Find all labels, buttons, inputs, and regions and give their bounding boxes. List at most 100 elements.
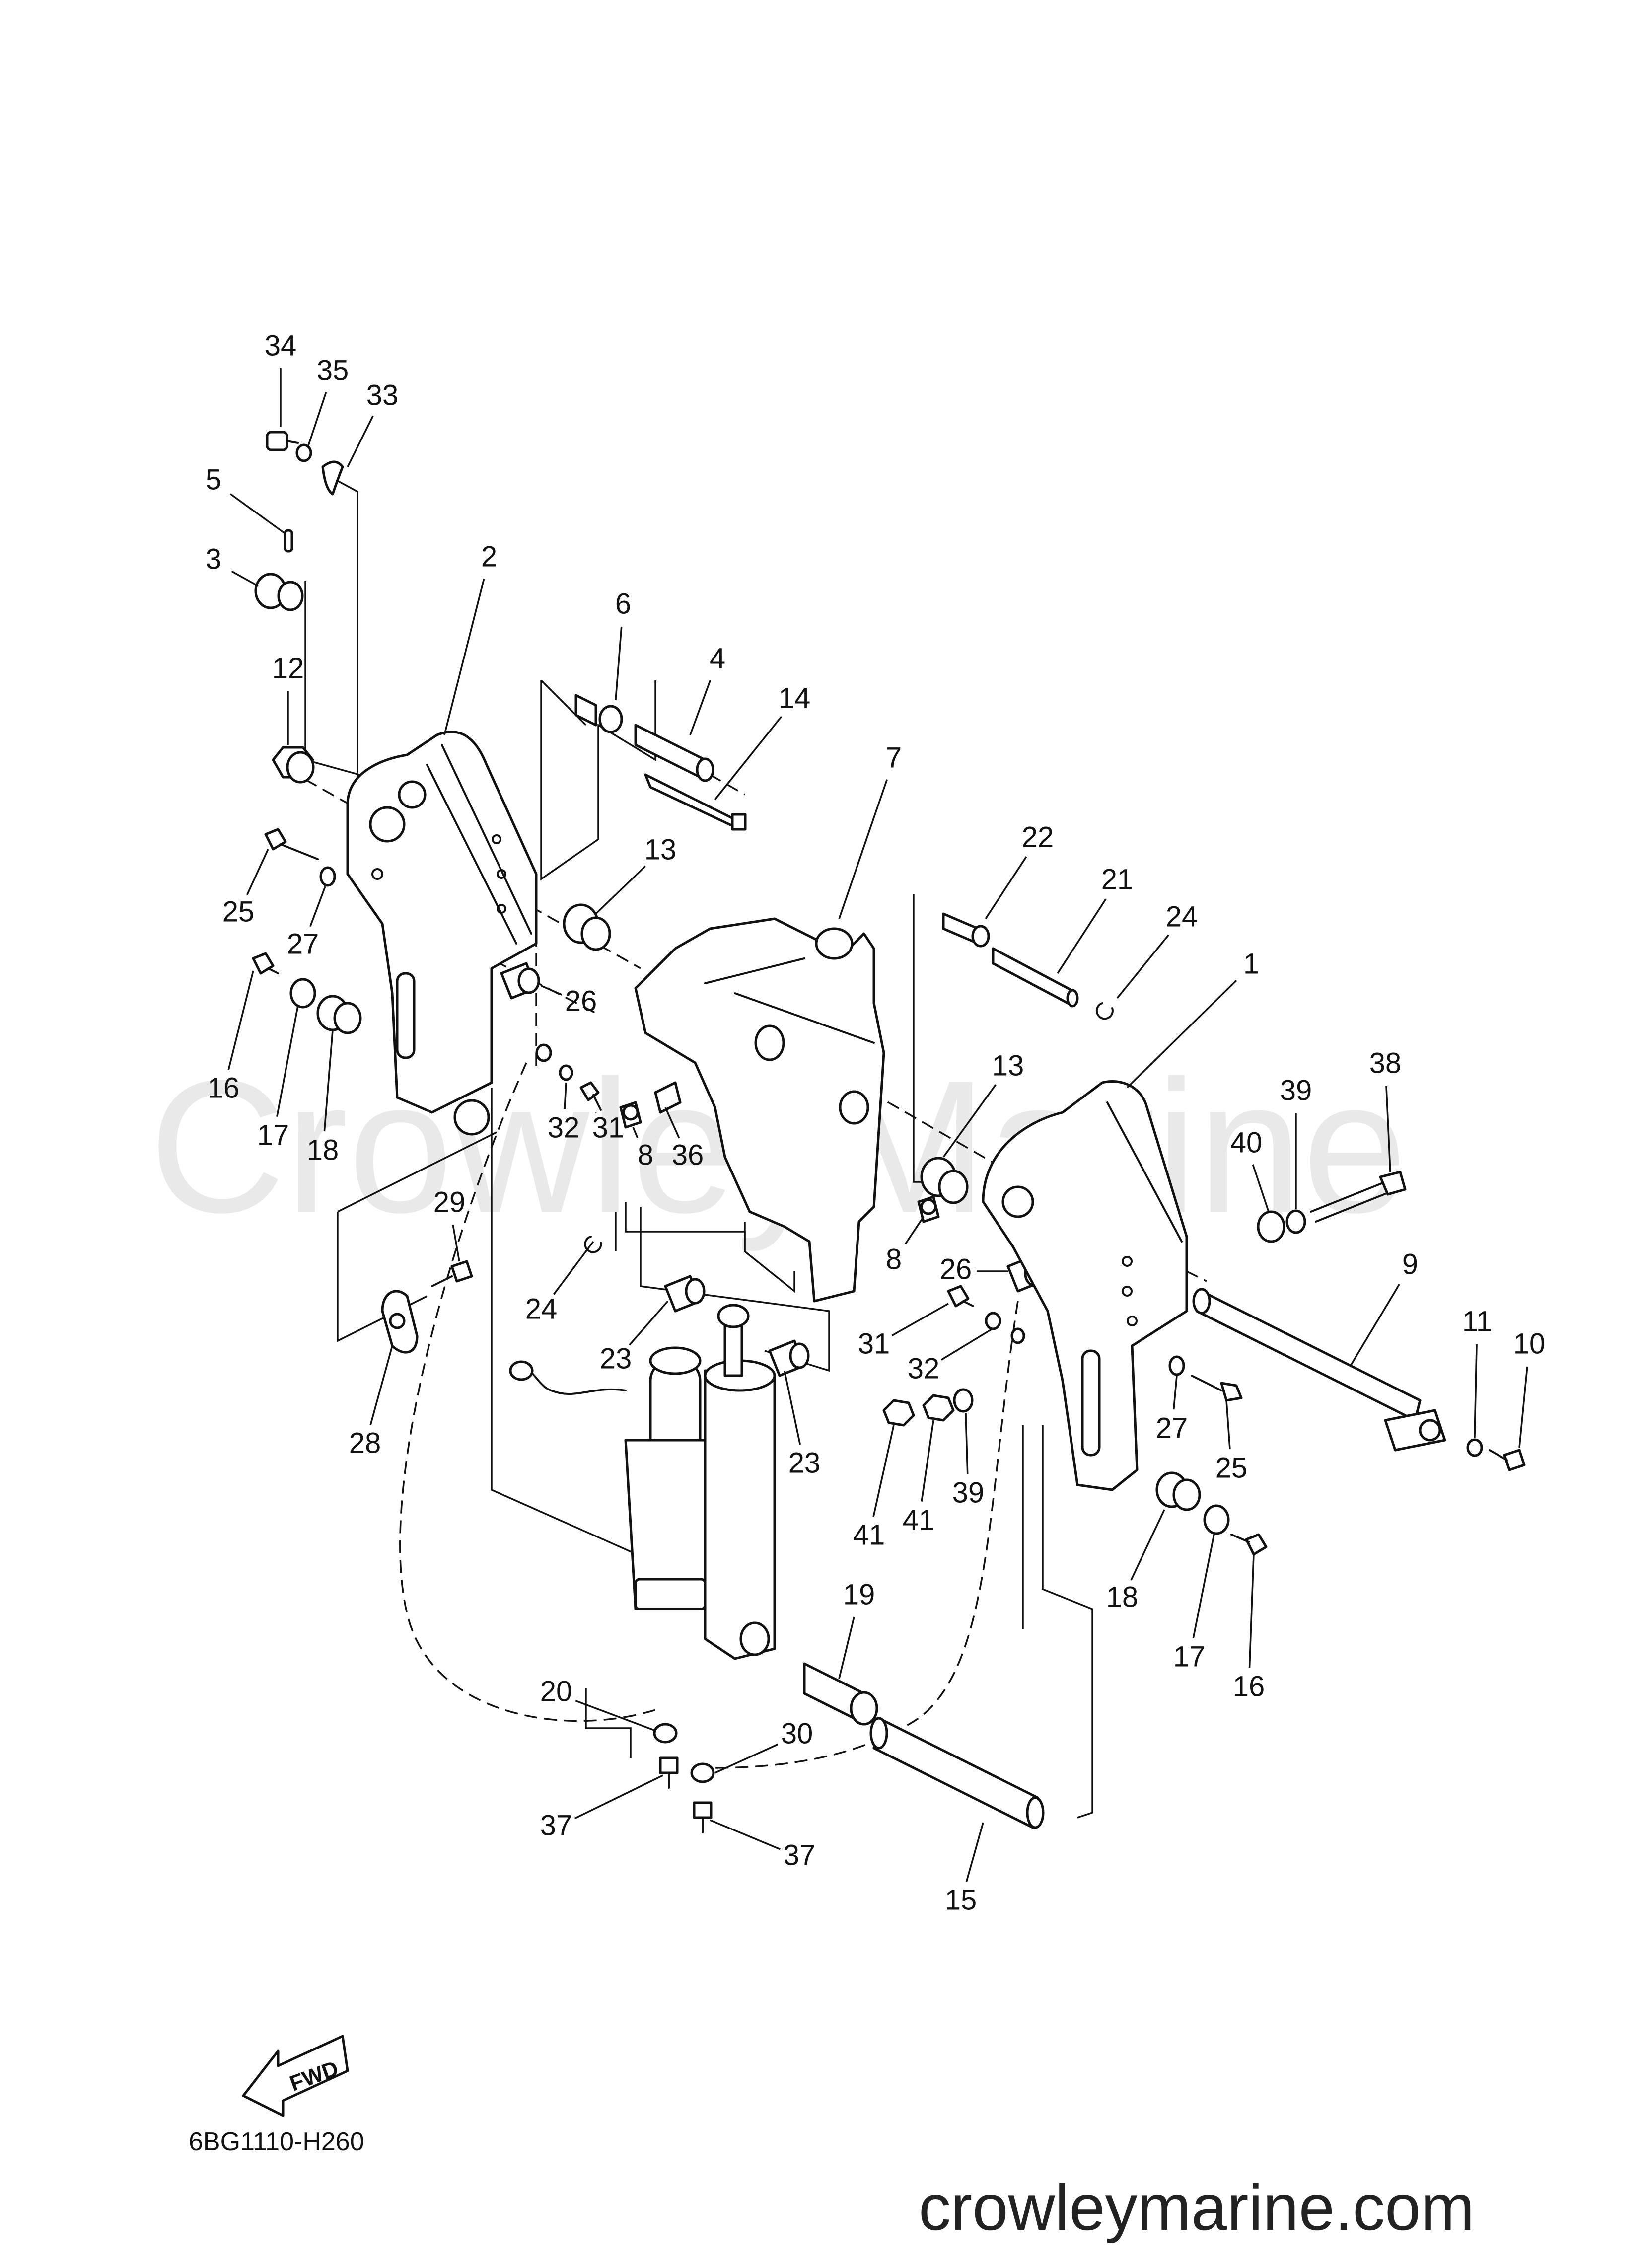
bushing-13b-icon [920,1157,969,1204]
callout-c30: 30 [781,1717,813,1750]
leader-c24b [553,1241,594,1295]
leader-c31b [891,1303,949,1336]
callout-c39b: 39 [952,1476,985,1509]
bolt-31b-icon [947,1285,974,1308]
bushing-18a-icon [316,995,362,1034]
leader-c33 [347,415,374,467]
callout-c36: 36 [672,1139,704,1171]
callout-c34: 34 [265,329,297,362]
callout-c2: 2 [481,540,497,573]
callout-c25a: 25 [222,895,255,928]
circlip-24a-icon [1095,1002,1114,1020]
leader-c32b [940,1327,994,1361]
bolt-16a-icon [252,952,279,975]
callout-c8b: 8 [886,1243,902,1275]
bushing-23a-icon [664,1275,706,1313]
callout-c12: 12 [272,652,304,684]
callout-c28: 28 [349,1427,381,1459]
leader-c39b [965,1412,969,1474]
callout-c21: 21 [1101,863,1134,895]
callout-c24b: 24 [525,1293,558,1325]
callout-c8a: 8 [638,1139,653,1171]
washer-11-icon [1466,1438,1483,1457]
washer-17b-icon [1203,1504,1230,1535]
callout-c20: 20 [540,1675,572,1707]
leader-c27b [1173,1375,1178,1410]
washer-20-icon [653,1723,678,1744]
callout-c10: 10 [1513,1327,1546,1360]
callout-c41a: 41 [853,1519,885,1551]
pin-5-icon [284,529,293,553]
bolt-29-icon [431,1260,473,1287]
leader-c41a [872,1425,895,1517]
collar-4-icon [634,724,707,781]
callout-c16b: 16 [1233,1670,1265,1702]
callout-c15: 15 [945,1884,977,1916]
leader-c30 [714,1743,779,1774]
callout-c4: 4 [710,642,725,674]
callout-c37b: 37 [784,1839,816,1871]
washer-39a-icon [1285,1209,1306,1234]
leader-c3 [231,570,259,587]
callout-c9: 9 [1402,1248,1418,1280]
callout-c38: 38 [1369,1047,1402,1079]
callout-c3: 3 [206,543,221,575]
callout-c19: 19 [843,1578,875,1610]
callout-c22: 22 [1022,821,1054,853]
bolt-37b-icon [693,1801,713,1833]
callout-c39a: 39 [1280,1074,1312,1106]
bushing-19-icon [803,1662,878,1726]
callout-c32a: 32 [548,1111,580,1144]
bolt-25b-icon [1191,1375,1243,1402]
leader-c2 [443,579,485,735]
callout-c33: 33 [366,379,399,411]
callout-c37a: 37 [540,1809,572,1841]
leader-c10 [1518,1366,1528,1448]
leader-c5 [229,493,286,535]
callout-c25b: 25 [1215,1452,1248,1484]
leader-lines [227,368,1528,1883]
bolt-31a-icon [579,1081,602,1111]
callout-c26a: 26 [565,985,597,1017]
leader-c8b [904,1216,925,1245]
washer-39b-icon [953,1388,974,1413]
bushing-26a-icon [500,962,540,1000]
leader-c23a [629,1300,669,1346]
leader-c9 [1350,1284,1400,1366]
washer-27a-icon [319,866,336,887]
callout-c35: 35 [317,354,349,386]
pin-14-icon [644,773,741,831]
callout-c29: 29 [433,1186,466,1218]
leader-c17a [276,1005,299,1117]
bolt-34-icon [266,431,299,451]
callout-c27a: 27 [287,928,319,960]
callout-c32b: 32 [908,1352,940,1385]
leader-c15 [965,1822,984,1883]
pin-21-icon [992,947,1079,1008]
leader-c25b [1225,1400,1231,1450]
leader-c21 [1057,898,1107,974]
washer-32a-inner [559,1064,573,1081]
leader-c4 [689,679,712,735]
leader-c40 [1252,1164,1270,1212]
leader-c37b [710,1819,781,1850]
bolt-6-icon [574,694,623,733]
clamp-bracket-left-2 [346,731,538,1136]
leader-c18a [323,1030,334,1132]
callout-c18a: 18 [307,1134,339,1166]
diagram-code: 6BG1110-H260 [189,2127,364,2156]
washer-30-icon [690,1762,715,1783]
clip-33-icon [321,460,344,496]
washer-17a-icon [289,978,316,1009]
leader-c20 [575,1700,656,1732]
swivel-bracket-7 [634,917,885,1303]
washer-32a-icon [535,1043,552,1062]
callout-c11: 11 [1462,1305,1492,1337]
grease-nipple-8b-icon [917,1195,940,1223]
bushing-23b-icon [768,1339,810,1377]
leader-c32a [564,1082,567,1109]
bolt-37a-icon [659,1756,679,1789]
leader-c13a [595,865,646,915]
leader-c23b [784,1370,801,1445]
